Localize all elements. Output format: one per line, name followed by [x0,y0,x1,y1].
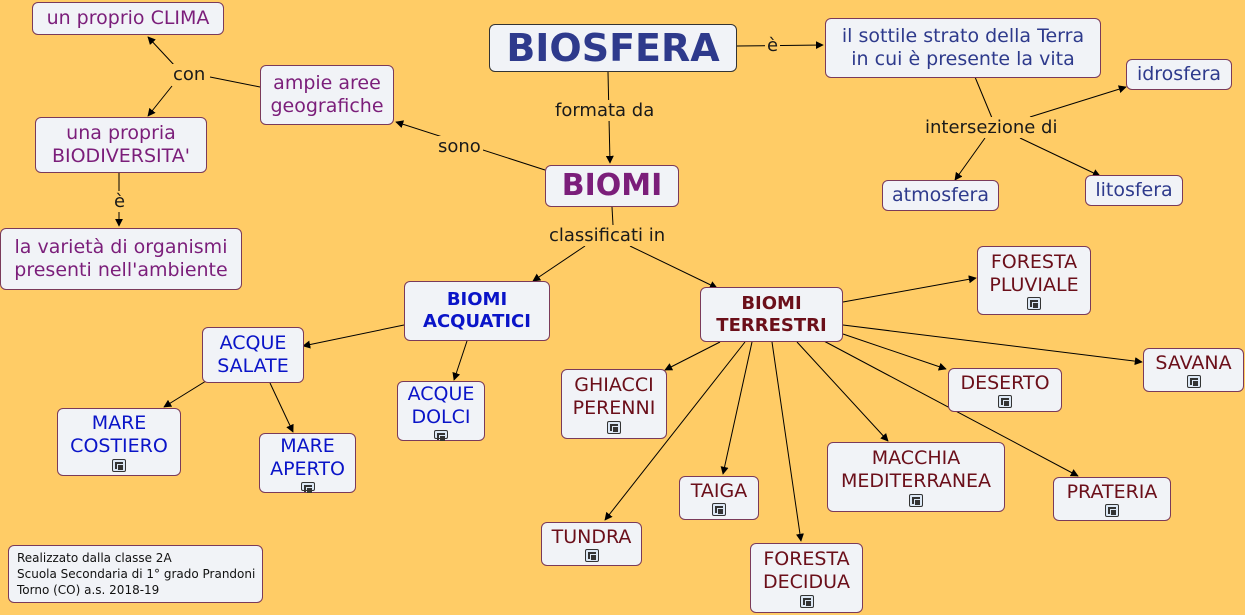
node-ghiacci-perenni[interactable]: GHIACCI PERENNI [561,369,667,439]
node-acque-dolci-label: ACQUE DOLCI [407,383,475,428]
link-con-biodiv [147,85,173,117]
node-mare-costiero[interactable]: MARE COSTIERO [57,408,181,476]
node-deserto-label: DESERTO [960,371,1050,394]
credit-line-1: Realizzato dalla classe 2A [17,551,172,565]
node-ampie-aree-label: ampie aree geografiche [270,72,384,117]
link-label-formata-da: formata da [553,100,657,121]
node-biosfera[interactable]: BIOSFERA [489,24,737,72]
link-label-sono: sono [436,136,483,157]
node-taiga[interactable]: TAIGA [679,476,759,520]
node-mare-aperto[interactable]: MARE APERTO [259,433,356,494]
node-mare-aperto-label: MARE APERTO [270,435,345,480]
link-label-e-biosfera: è [765,35,781,56]
node-biosfera-label: BIOSFERA [506,26,720,70]
link-label-intersezione: intersezione di [923,117,1060,138]
submap-icon[interactable] [799,594,814,608]
node-biosfera-definition-label: il sottile strato della Terra in cui è p… [841,25,1085,70]
link-terrestri-pluviale [842,275,977,303]
node-varieta[interactable]: la varietà di organismi presenti nell'am… [0,228,242,290]
node-savana[interactable]: SAVANA [1143,348,1244,392]
link-classificati-terrestri [629,245,718,289]
credit-line-2: Scuola Secondaria di 1° grado Prandoni [17,567,256,582]
node-litosfera[interactable]: litosfera [1085,175,1183,206]
submap-icon[interactable] [607,420,621,434]
credit-line-3: Torno (CO) a.s. 2018-19 [17,583,160,598]
link-label-e-biodiv: è [112,191,128,212]
link-label-classificati-in: classificati in [547,225,668,246]
node-biomi-label: BIOMI [561,168,663,203]
submap-icon[interactable] [1027,297,1041,311]
link-label-con: con [171,64,208,85]
node-acque-salate-label: ACQUE SALATE [217,332,289,377]
node-tundra-label: TUNDRA [551,525,632,548]
node-foresta-pluviale[interactable]: FORESTA PLUVIALE [977,246,1091,315]
link-terrestri-macchia [796,341,889,442]
node-tundra[interactable]: TUNDRA [541,522,642,566]
node-taiga-label: TAIGA [690,479,748,502]
node-biodiversita[interactable]: una propria BIODIVERSITA' [35,117,207,173]
link-terrestri-deserto [842,333,947,371]
node-foresta-decidua[interactable]: FORESTA DECIDUA [750,543,863,613]
node-acque-salate[interactable]: ACQUE SALATE [202,327,304,383]
submap-icon[interactable] [434,429,448,442]
node-prateria-label: PRATERIA [1066,480,1158,503]
node-clima[interactable]: un proprio CLIMA [32,2,224,35]
link-terrestri-savana [842,324,1143,366]
link-intersezione-atmosfera [954,137,986,181]
submap-icon[interactable] [1186,375,1201,389]
submap-icon[interactable] [1105,504,1119,518]
link-terrestri-decidua [771,341,804,542]
node-prateria[interactable]: PRATERIA [1053,477,1171,521]
submap-icon[interactable] [712,503,726,517]
node-atmosfera[interactable]: atmosfera [882,180,999,211]
node-biomi-acquatici-label: BIOMI ACQUATICI [423,289,531,332]
link-terrestri-taiga [720,341,753,475]
link-biomi-classificati [611,206,614,226]
node-mare-costiero-label: MARE COSTIERO [70,412,168,457]
node-ghiacci-perenni-label: GHIACCI PERENNI [572,374,656,419]
credit-note: Realizzato dalla classe 2A Scuola Second… [8,545,263,603]
link-terrestri-ghiacci [664,341,721,371]
submap-icon[interactable] [998,395,1012,409]
link-acquatici-dolci [452,340,468,381]
node-varieta-label: la varietà di organismi presenti nell'am… [14,236,228,281]
node-idrosfera[interactable]: idrosfera [1126,59,1232,90]
link-definition-intersezione [974,76,993,119]
link-salate-aperto [269,382,294,433]
node-biosfera-definition[interactable]: il sottile strato della Terra in cui è p… [825,18,1101,78]
node-savana-label: SAVANA [1155,351,1232,374]
node-biodiversita-label: una propria BIODIVERSITA' [51,122,191,167]
link-intersezione-idrosfera [1029,85,1127,118]
link-intersezione-litosfera [1019,137,1101,177]
node-clima-label: un proprio CLIMA [46,7,210,30]
submap-icon[interactable] [300,481,315,494]
node-idrosfera-label: idrosfera [1136,63,1222,86]
node-deserto[interactable]: DESERTO [948,368,1062,412]
link-classificati-acquatici [532,245,586,282]
link-ampie-con [209,76,261,88]
submap-icon[interactable] [909,493,923,507]
node-litosfera-label: litosfera [1095,179,1173,202]
link-salate-costiero [163,380,207,408]
link-acquatici-salate [302,324,405,349]
node-macchia-mediterranea[interactable]: MACCHIA MEDITERRANEA [827,442,1005,512]
node-biomi-acquatici[interactable]: BIOMI ACQUATICI [404,281,550,341]
node-biomi-terrestri-label: BIOMI TERRESTRI [716,292,827,336]
node-foresta-pluviale-label: FORESTA PLUVIALE [989,250,1079,296]
node-biomi-terrestri[interactable]: BIOMI TERRESTRI [700,287,843,342]
node-ampie-aree[interactable]: ampie aree geografiche [260,65,394,125]
link-terrestri-tundra [604,341,746,521]
link-con-clima [147,36,176,67]
submap-icon[interactable] [584,549,599,563]
node-macchia-mediterranea-label: MACCHIA MEDITERRANEA [840,447,992,492]
node-atmosfera-label: atmosfera [892,184,989,207]
node-foresta-decidua-label: FORESTA DECIDUA [762,548,851,593]
submap-icon[interactable] [112,458,126,472]
node-acque-dolci[interactable]: ACQUE DOLCI [397,381,485,442]
node-biomi[interactable]: BIOMI [545,165,679,207]
